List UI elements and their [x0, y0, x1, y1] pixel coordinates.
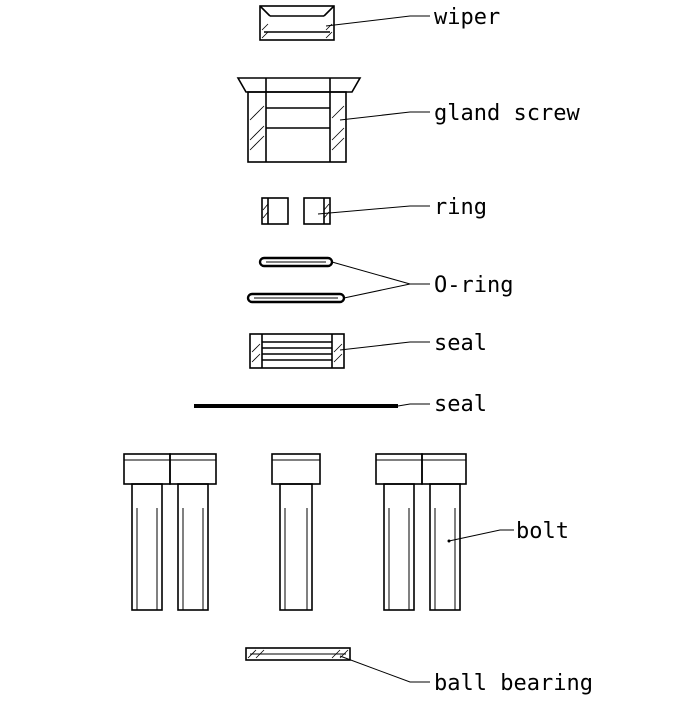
wiper-leader-line — [325, 15, 430, 27]
ball-bearing-part — [245, 647, 351, 661]
bolt-1 — [123, 453, 171, 611]
bolt-leader-line — [448, 529, 514, 542]
wiper-part — [259, 5, 335, 41]
o-ring-leader-upper — [331, 261, 430, 285]
gland-screw-label: gland screw — [434, 101, 580, 126]
ball-bearing-leader-line — [339, 655, 430, 683]
bolt-2 — [169, 453, 217, 611]
seal-lower-leader-line — [397, 403, 430, 407]
o-ring-lower — [246, 292, 346, 304]
bolt-5 — [421, 453, 467, 611]
gland-screw-part — [236, 77, 362, 163]
bolt-label: bolt — [516, 519, 569, 544]
ring-label: ring — [434, 195, 487, 220]
seal-upper-leader-line — [339, 341, 430, 351]
wiper-label: wiper — [434, 5, 500, 30]
bolt-4 — [375, 453, 423, 611]
gland-screw-leader-line — [339, 111, 430, 121]
bolt-group — [123, 453, 467, 611]
seal-upper-label: seal — [434, 331, 487, 356]
bolt-3 — [271, 453, 321, 611]
ring-leader-line — [317, 205, 430, 215]
ball-bearing-label: ball bearing — [434, 671, 593, 696]
o-ring-upper — [258, 256, 334, 268]
o-ring-leader-lower — [343, 283, 411, 299]
seal-lower-label: seal — [434, 392, 487, 417]
seal-part-upper — [249, 333, 345, 369]
ring-part — [261, 197, 331, 225]
o-ring-label: O-ring — [434, 273, 513, 298]
